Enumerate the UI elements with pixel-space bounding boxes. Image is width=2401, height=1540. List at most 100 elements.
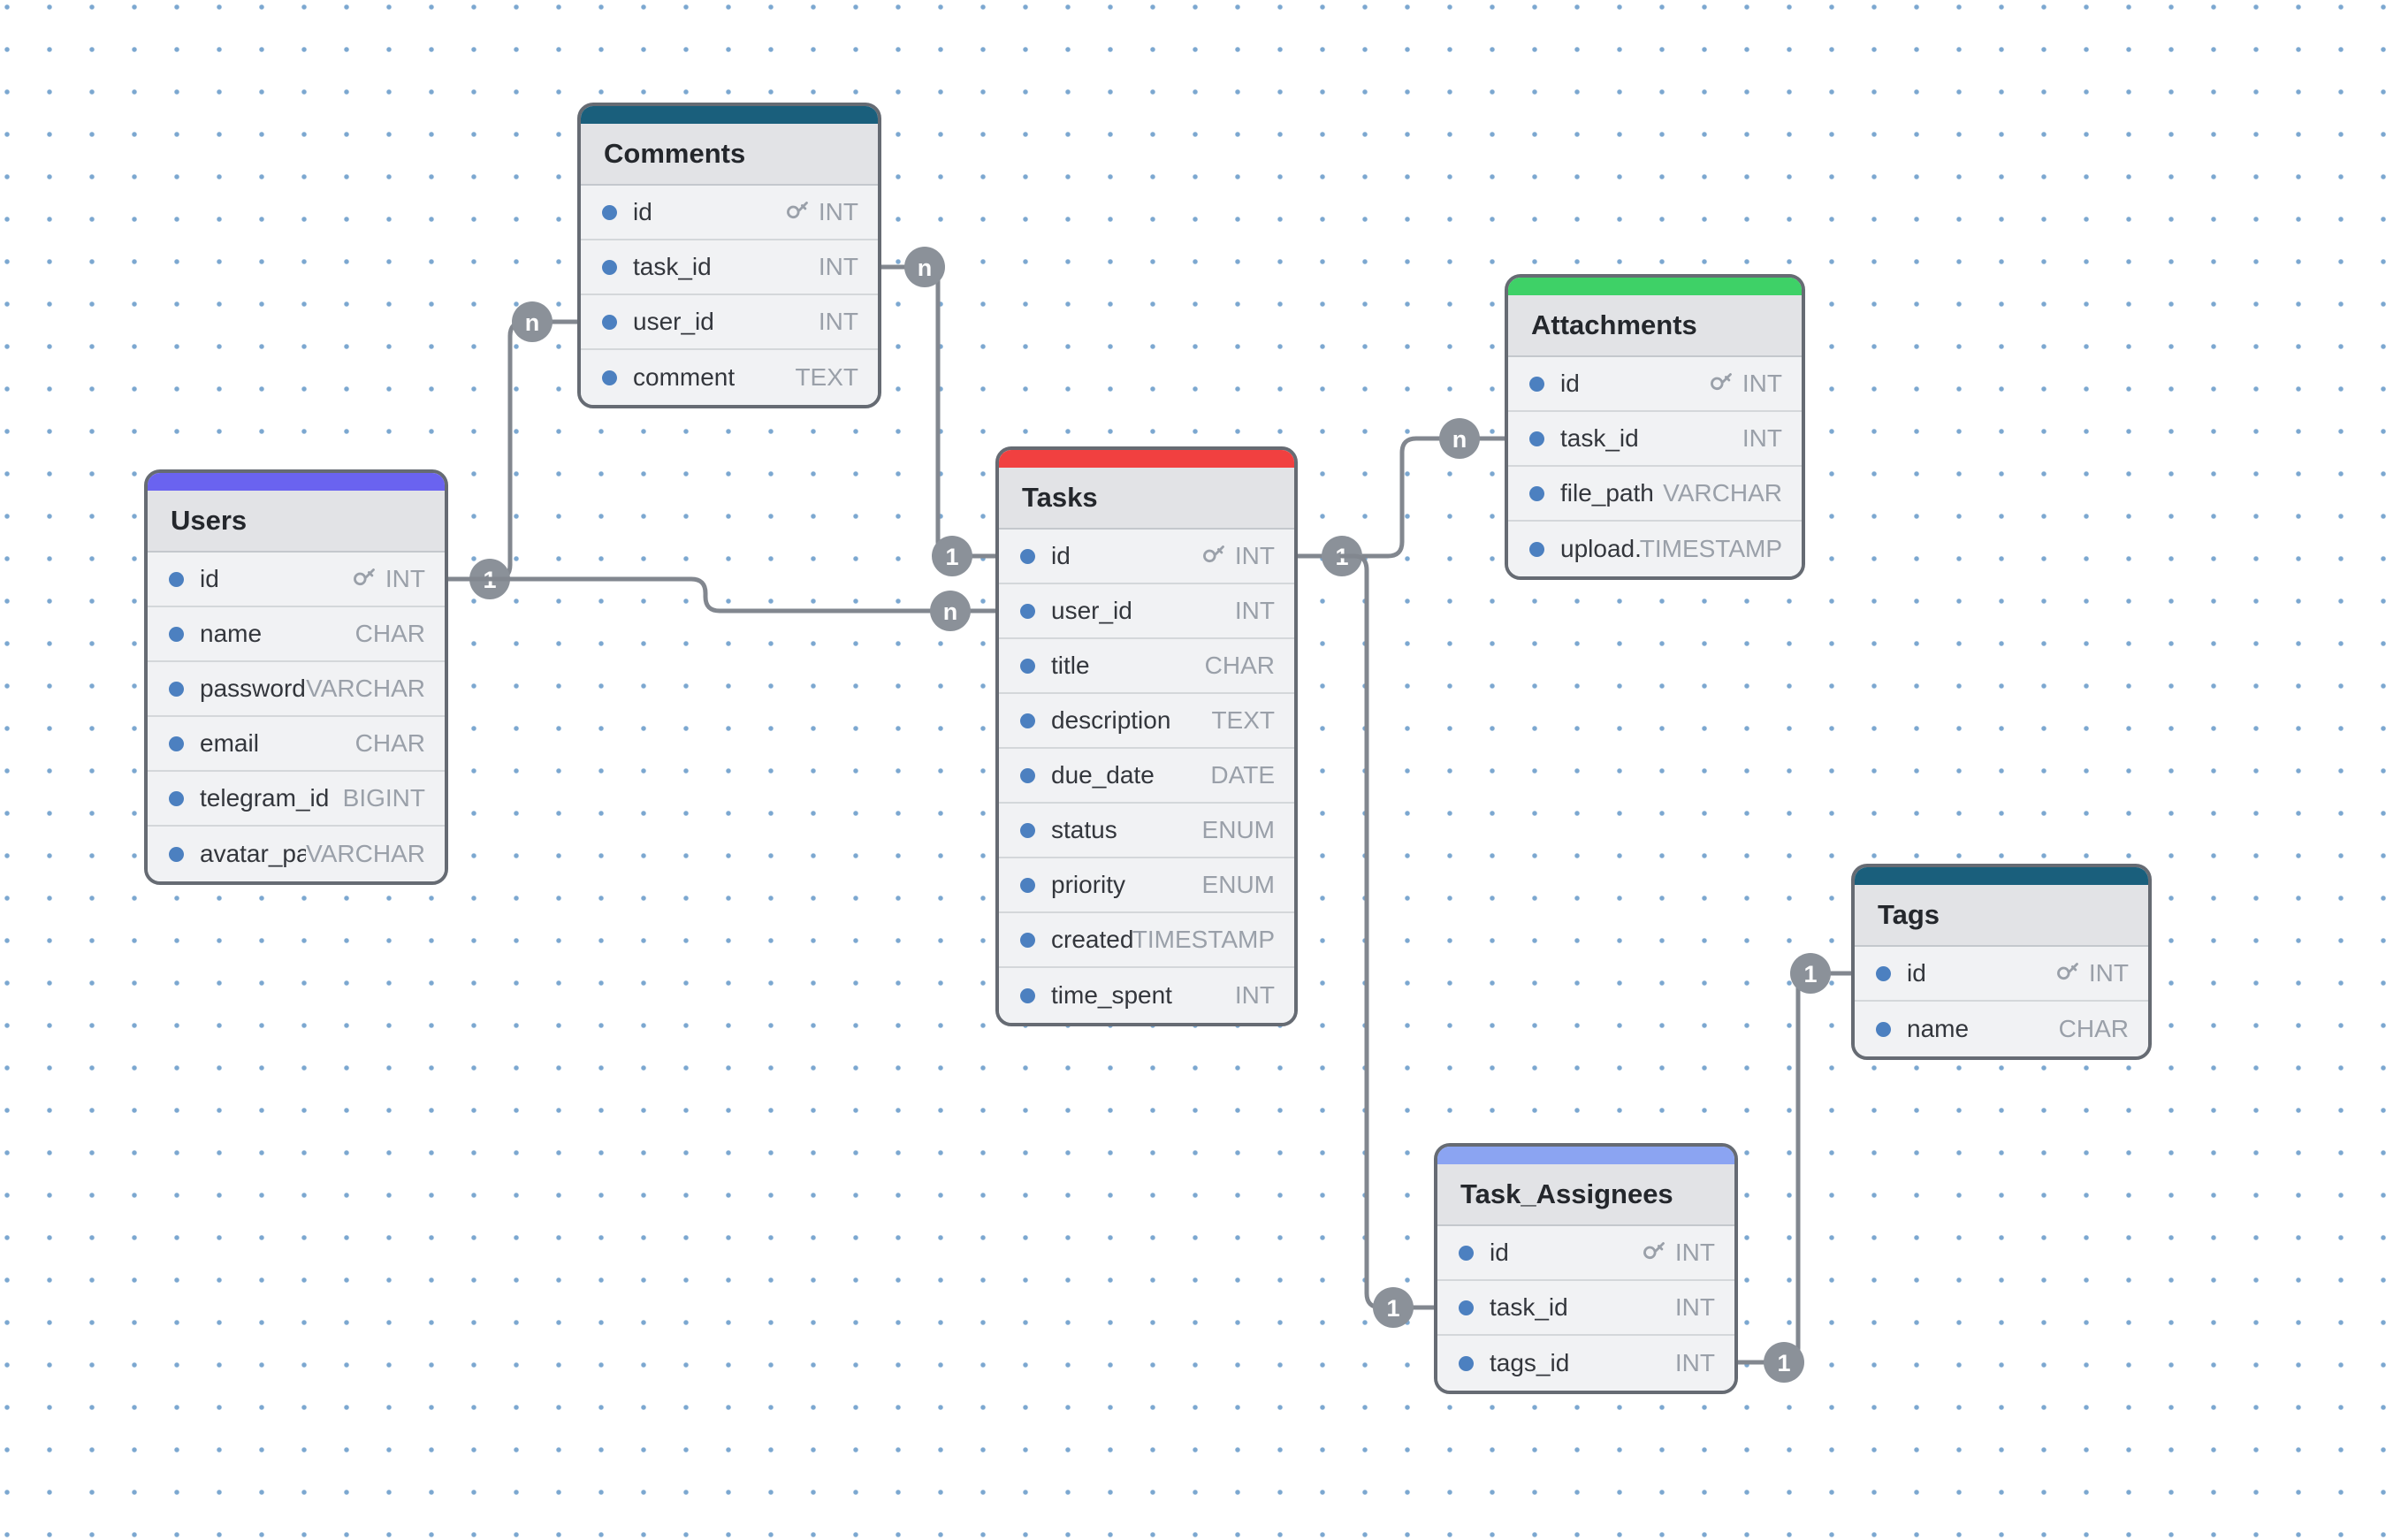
cardinality-badge-label: 1	[945, 544, 958, 570]
field-type-text: TIMESTAMP	[1639, 535, 1782, 562]
field-dot-icon	[1020, 603, 1035, 619]
field-row-task_id[interactable]: task_id INT	[1437, 1281, 1734, 1336]
field-type-text: VARCHAR	[1663, 479, 1782, 507]
cardinality-badge	[512, 301, 553, 342]
field-type-text: INT	[1674, 1349, 1715, 1376]
relationship-users-tasks: n	[446, 576, 998, 631]
field-dot-icon	[602, 259, 617, 275]
field-type-text: BIGINT	[342, 784, 425, 812]
relation-line-tasks-task-assignees[interactable]	[1339, 553, 1437, 1310]
field-dot-icon	[1020, 767, 1035, 783]
field-type: VARCHAR	[306, 840, 425, 868]
field-name: task_id	[633, 253, 712, 280]
field-type: INT	[1201, 542, 1275, 570]
field-dot-icon	[1529, 541, 1544, 557]
field-type: VARCHAR	[306, 675, 425, 703]
field-type: DATE	[1210, 761, 1275, 789]
field-type-text: INT	[1674, 1239, 1715, 1266]
field-name: file_path	[1560, 479, 1654, 507]
field-type: TEXT	[795, 363, 858, 392]
field-dot-icon	[169, 681, 184, 697]
relationship-tasks-comments: n1	[879, 247, 998, 576]
relation-line-tags-task-assignees[interactable]	[1735, 971, 1854, 1365]
primary-key-icon	[786, 202, 808, 219]
field-row-status[interactable]: status ENUM	[999, 804, 1294, 858]
field-type: BIGINT	[343, 784, 425, 812]
field-row-avatar_pa[interactable]: avatar_pa...VARCHAR	[148, 827, 445, 881]
field-row-telegram_id[interactable]: telegram_id BIGINT	[148, 772, 445, 827]
field-name: due_date	[1051, 761, 1155, 789]
table-title: Tags	[1855, 885, 2148, 947]
field-type: INT	[1742, 424, 1782, 453]
field-row-due_date[interactable]: due_date DATE	[999, 749, 1294, 804]
field-name: avatar_pa...	[200, 840, 307, 867]
field-type-text: INT	[818, 198, 858, 225]
field-name: id	[633, 198, 652, 225]
field-type-text: CHAR	[354, 729, 425, 757]
cardinality-badge	[904, 247, 945, 287]
field-type-text: ENUM	[1201, 816, 1275, 843]
field-type: INT	[1235, 981, 1275, 1010]
table-header-strip	[1855, 867, 2148, 885]
field-name: task_id	[1490, 1293, 1568, 1321]
relation-line-tasks-attachments[interactable]	[1295, 436, 1507, 559]
field-type-text: TEXT	[795, 363, 858, 391]
field-type: INT	[819, 253, 858, 281]
field-type-text: INT	[2088, 959, 2129, 987]
field-type: TIMESTAMP	[1640, 535, 1782, 563]
field-type: CHAR	[355, 620, 425, 648]
field-dot-icon	[1529, 376, 1544, 392]
field-row-created[interactable]: created...TIMESTAMP	[999, 913, 1294, 968]
field-name: telegram_id	[200, 784, 330, 812]
table-header-strip	[581, 106, 878, 124]
relation-line-users-comments[interactable]	[446, 319, 580, 582]
cardinality-badge-label: n	[918, 255, 933, 281]
cardinality-badge	[1439, 418, 1480, 459]
field-type: INT	[1675, 1293, 1715, 1322]
field-row-file_path[interactable]: file_path VARCHAR	[1508, 467, 1802, 522]
field-type: INT	[2055, 959, 2129, 987]
field-type-text: INT	[1234, 542, 1275, 569]
cardinality-badge-label: n	[943, 598, 958, 625]
field-name: comment	[633, 363, 736, 391]
field-row-comment[interactable]: comment TEXT	[581, 350, 878, 405]
field-row-id[interactable]: id INT	[581, 186, 878, 240]
field-type: CHAR	[2059, 1015, 2129, 1043]
field-row-task_id[interactable]: task_id INT	[581, 240, 878, 295]
field-type: CHAR	[355, 729, 425, 758]
cardinality-badge-label: n	[1452, 426, 1467, 453]
field-type-text: INT	[1234, 597, 1275, 624]
relation-line-tasks-comments[interactable]	[879, 264, 998, 559]
field-name: id	[200, 565, 219, 592]
field-row-upload[interactable]: upload...TIMESTAMP	[1508, 522, 1802, 576]
field-dot-icon	[602, 204, 617, 220]
relation-line-users-tasks[interactable]	[446, 576, 998, 614]
cardinality-badge	[1373, 1287, 1414, 1328]
field-name: description	[1051, 706, 1171, 734]
field-name: status	[1051, 816, 1117, 843]
